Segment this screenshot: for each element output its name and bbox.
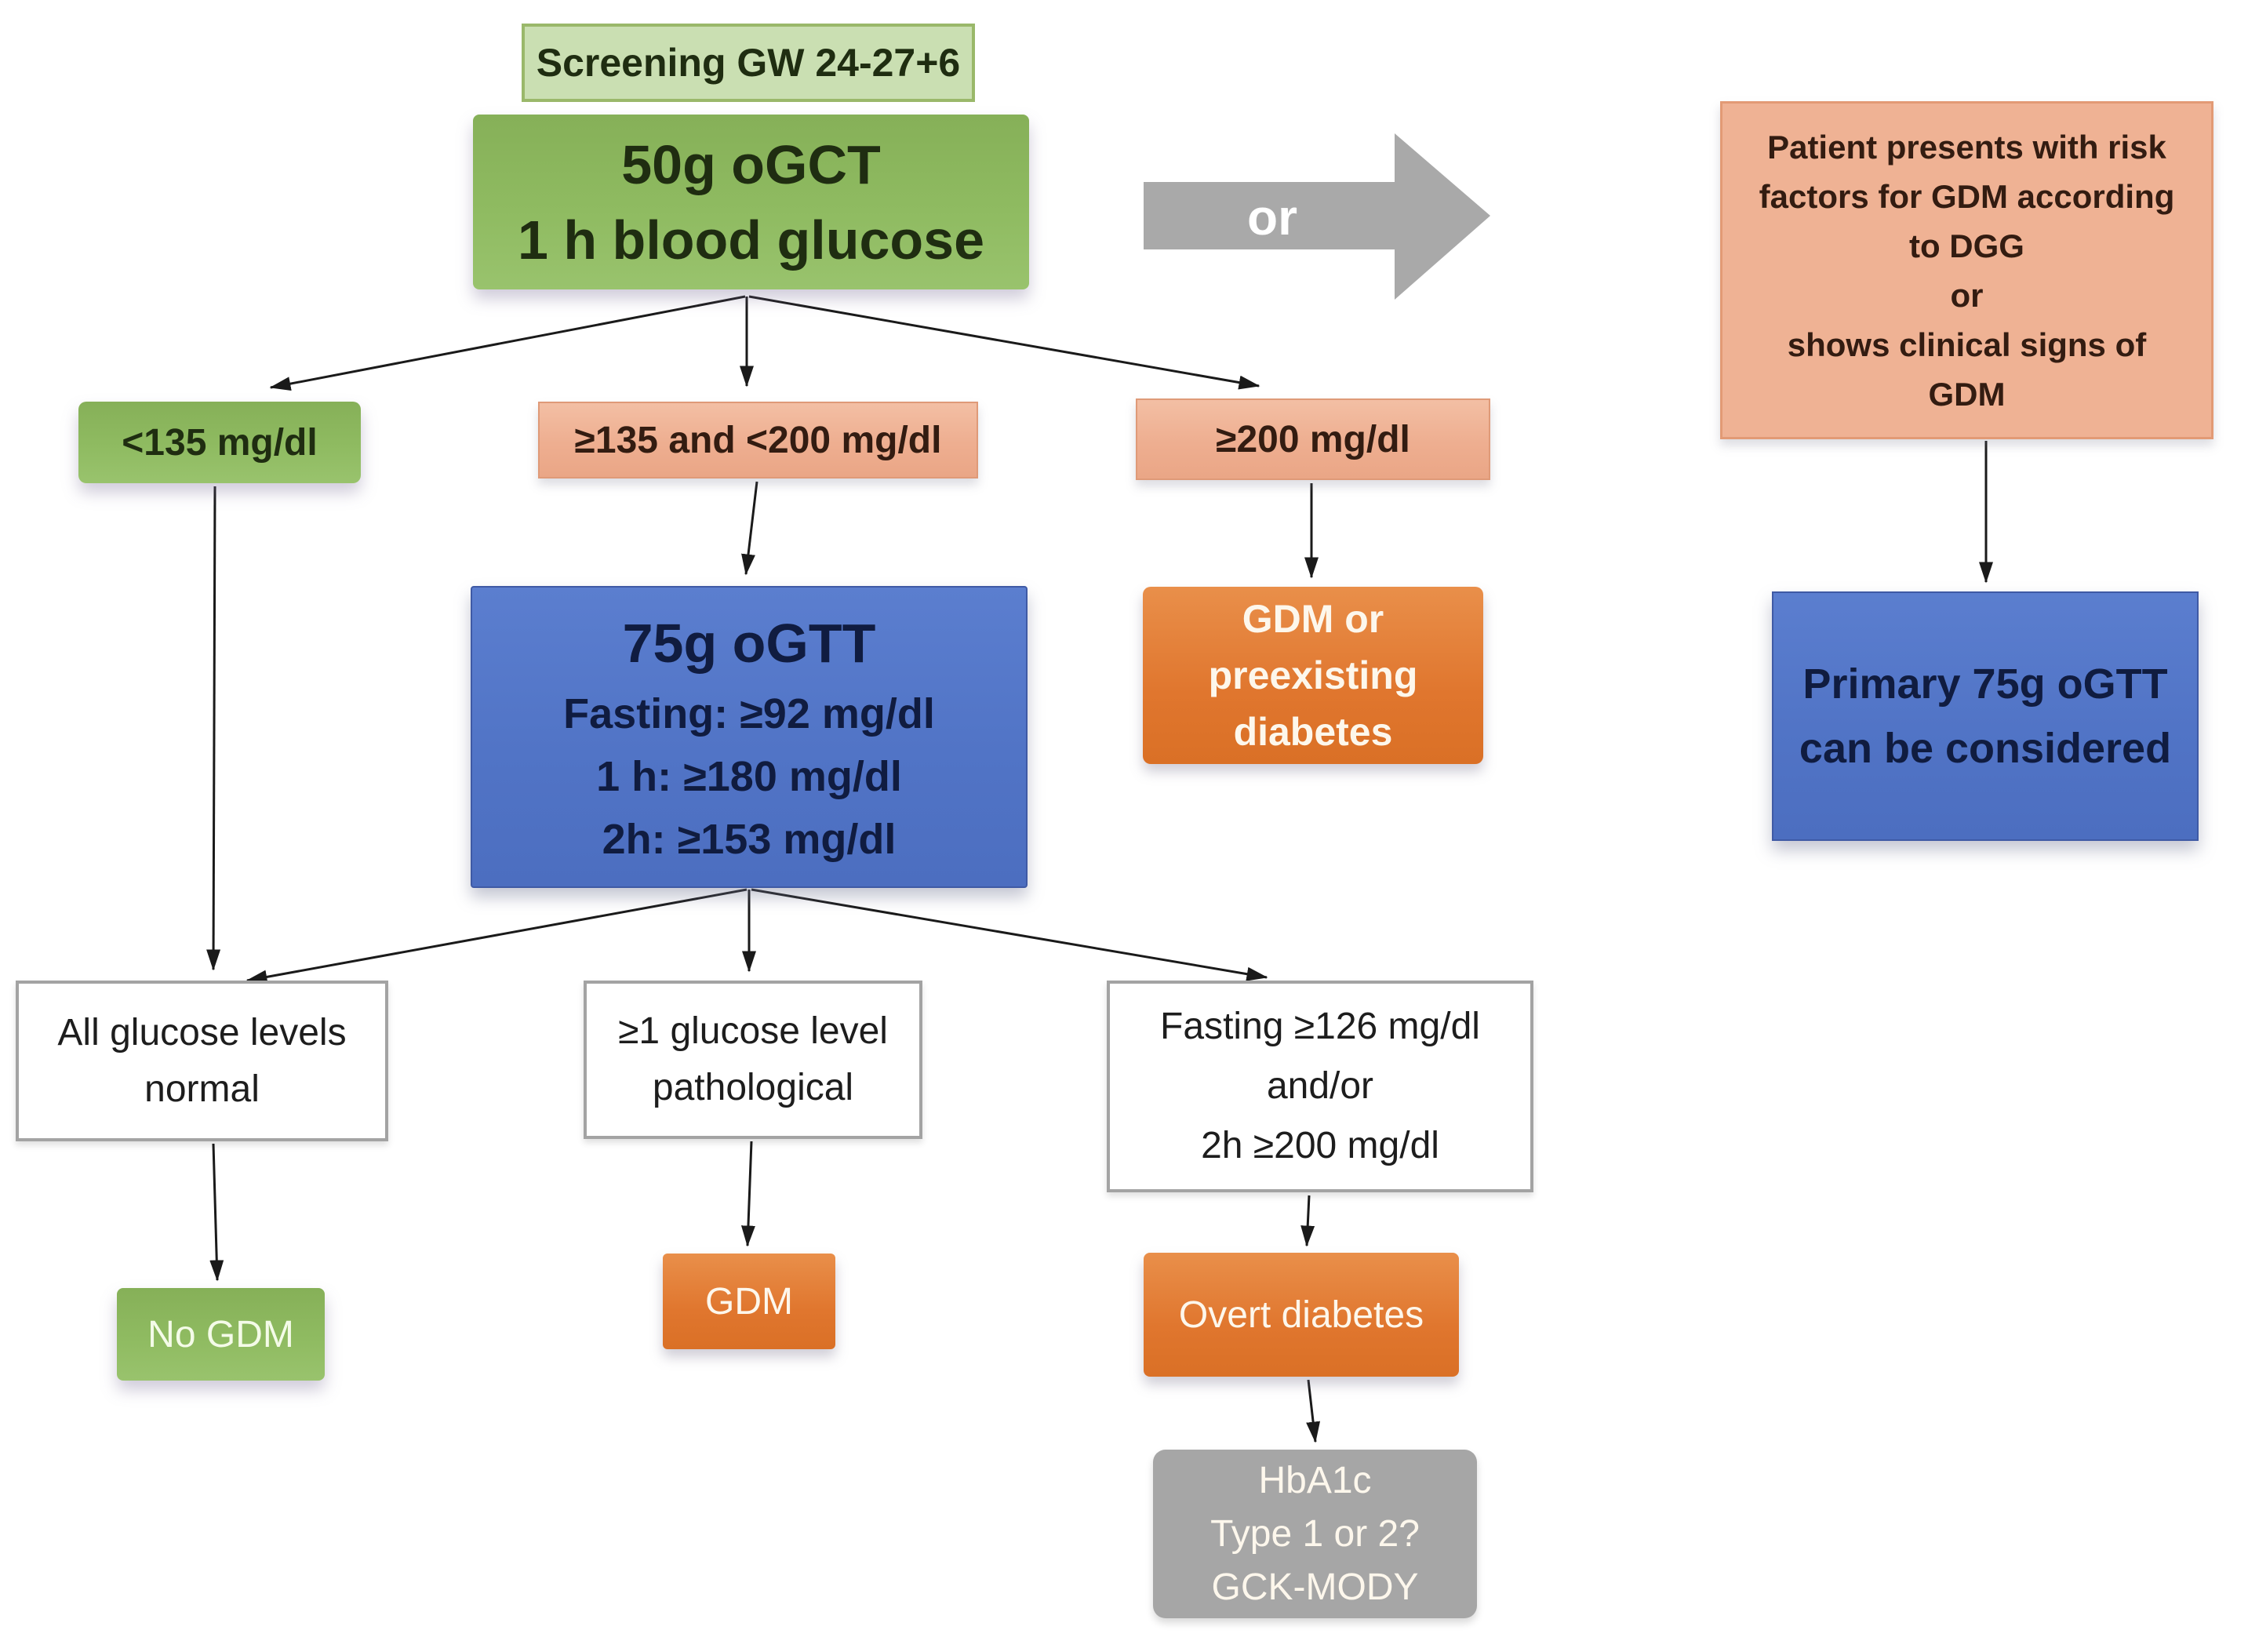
node-gdm: GDM	[663, 1254, 835, 1349]
node-result-high: ≥200 mg/dl	[1136, 398, 1490, 480]
gdm-label: GDM	[705, 1280, 793, 1323]
overt-criteria-line3: 2h ≥200 mg/dl	[1201, 1125, 1439, 1166]
connector-low-to-allnormal	[206, 486, 221, 971]
overt-diabetes-label: Overt diabetes	[1178, 1294, 1424, 1336]
gdm-preexisting-line2: preexisting	[1208, 653, 1418, 697]
node-result-mid: ≥135 and <200 mg/dl	[538, 402, 978, 478]
connector-allnormal-to-nogdm	[209, 1143, 224, 1282]
connector-ogct-to-low	[269, 295, 746, 391]
connector-overtcrit-to-overt	[1300, 1195, 1315, 1247]
node-no-gdm: No GDM	[117, 1288, 325, 1381]
or-block-arrow	[1144, 133, 1490, 300]
connector-ogtt-to-allnormal	[246, 888, 748, 984]
pathological-line2: pathological	[652, 1067, 854, 1108]
hba1c-line3: GCK-MODY	[1211, 1566, 1419, 1608]
result-low-label: <135 mg/dl	[122, 421, 318, 464]
node-result-low: <135 mg/dl	[78, 402, 361, 483]
node-primary-ogtt: Primary 75g oGTT can be considered	[1772, 591, 2199, 841]
connector-mid-to-ogtt	[741, 481, 758, 576]
result-mid-label: ≥135 and <200 mg/dl	[574, 419, 942, 461]
gdm-preexisting-line3: diabetes	[1233, 710, 1393, 754]
node-all-normal: All glucose levels normal	[16, 981, 388, 1141]
result-high-label: ≥200 mg/dl	[1216, 418, 1410, 460]
ogtt-1h: 1 h: ≥180 mg/dl	[596, 752, 902, 800]
or-connector-label: or	[1247, 189, 1297, 246]
risk-line5: shows clinical signs of	[1787, 326, 2147, 363]
no-gdm-label: No GDM	[147, 1313, 294, 1355]
all-normal-line1: All glucose levels	[57, 1011, 347, 1053]
ogtt-fasting: Fasting: ≥92 mg/dl	[563, 690, 935, 737]
pathological-line1: ≥1 glucose level	[618, 1010, 888, 1052]
risk-line2: factors for GDM according	[1759, 177, 2175, 215]
risk-line1: Patient presents with risk	[1767, 128, 2166, 166]
ogtt-2h: 2h: ≥153 mg/dl	[602, 815, 897, 863]
gdm-preexisting-line1: GDM or	[1242, 597, 1384, 641]
node-screening-gw: Screening GW 24-27+6	[522, 24, 975, 102]
hba1c-line1: HbA1c	[1258, 1459, 1372, 1501]
risk-line4: or	[1950, 276, 1984, 314]
ogct-line1: 50g oGCT	[621, 133, 881, 195]
node-pathological: ≥1 glucose level pathological	[584, 981, 922, 1139]
overt-criteria-line2: and/or	[1266, 1065, 1374, 1107]
connector-ogtt-to-overtcrit	[751, 888, 1268, 981]
primary-ogtt-line1: Primary 75g oGTT	[1802, 660, 2168, 708]
overt-criteria-line1: Fasting ≥126 mg/dl	[1160, 1006, 1480, 1047]
node-gdm-preexisting: GDM or preexisting diabetes	[1143, 587, 1483, 764]
node-overt-criteria: Fasting ≥126 mg/dl and/or 2h ≥200 mg/dl	[1107, 981, 1533, 1192]
all-normal-line2: normal	[144, 1068, 260, 1110]
risk-line6: GDM	[1928, 375, 2006, 413]
connector-overt-to-hba1c	[1306, 1379, 1321, 1443]
node-hba1c: HbA1c Type 1 or 2? GCK-MODY	[1153, 1450, 1477, 1618]
connector-ogct-to-high	[748, 295, 1260, 390]
node-overt-diabetes: Overt diabetes	[1144, 1253, 1459, 1377]
screening-gw-label: Screening GW 24-27+6	[536, 41, 961, 85]
connector-pathological-to-gdm	[740, 1141, 755, 1247]
hba1c-line2: Type 1 or 2?	[1210, 1512, 1420, 1555]
node-ogct: 50g oGCT 1 h blood glucose	[473, 115, 1029, 289]
node-ogtt: 75g oGTT Fasting: ≥92 mg/dl 1 h: ≥180 mg…	[471, 586, 1028, 888]
ogtt-title: 75g oGTT	[622, 612, 876, 674]
risk-line3: to DGG	[1909, 227, 2024, 264]
node-risk-factors: Patient presents with risk factors for G…	[1720, 101, 2213, 439]
primary-ogtt-line2: can be considered	[1799, 725, 2172, 772]
ogct-line2: 1 h blood glucose	[517, 209, 985, 271]
